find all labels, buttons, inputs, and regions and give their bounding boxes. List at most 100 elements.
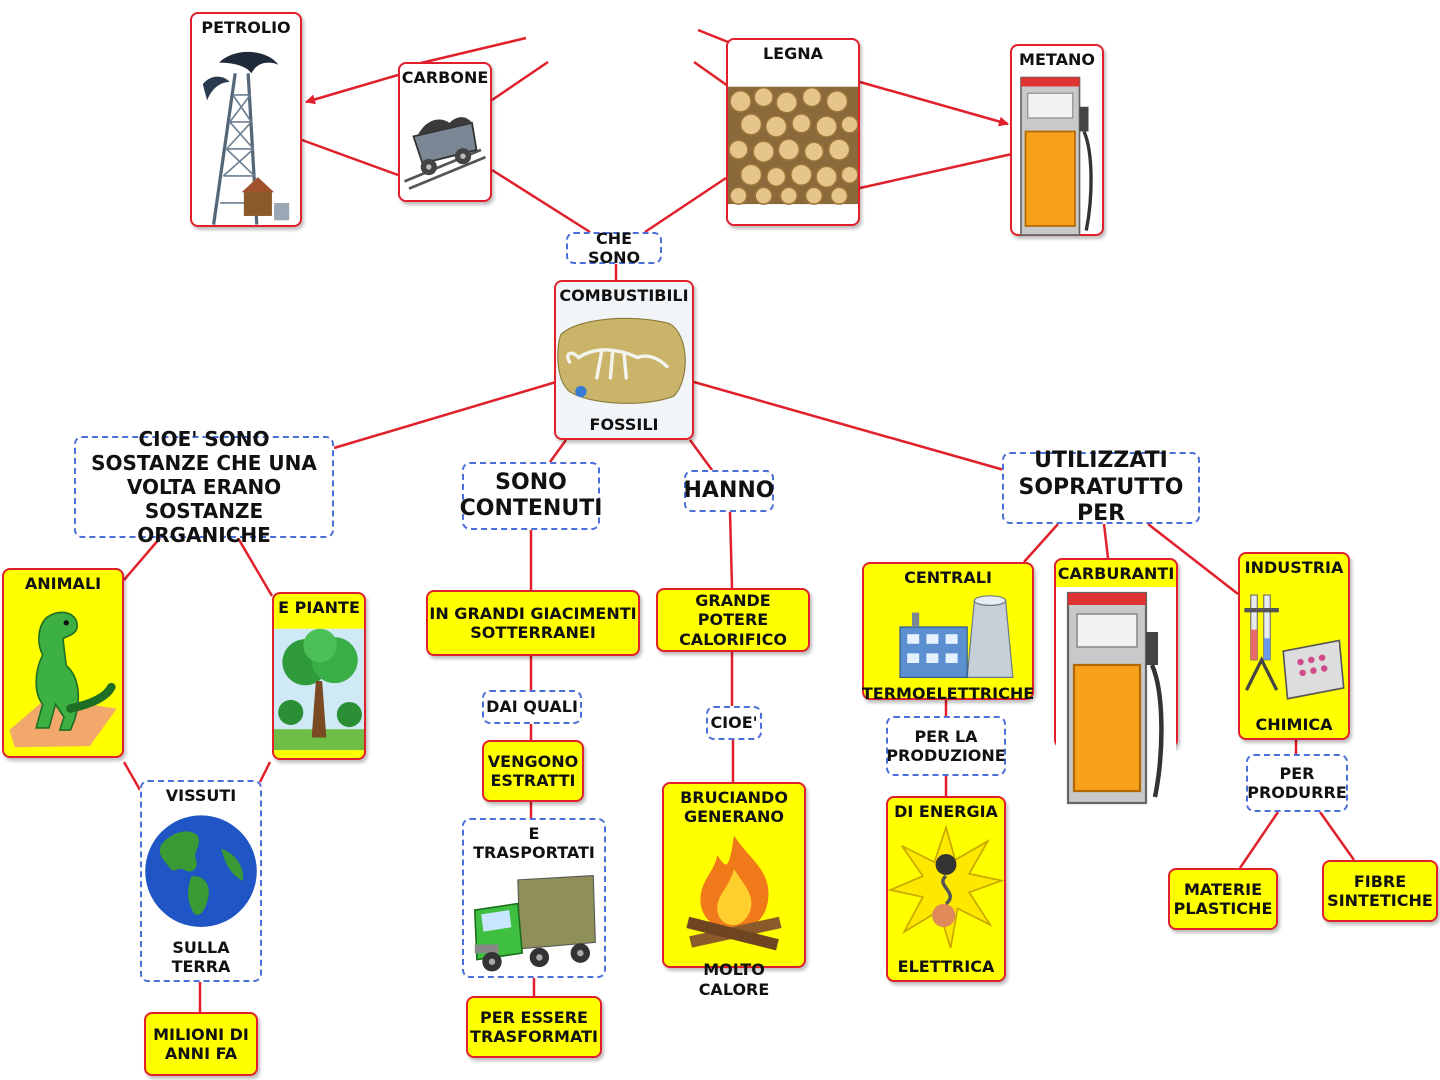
vissuti-label: VISSUTI <box>165 786 237 805</box>
link-utilizzati-centrali <box>1023 523 1059 563</box>
link-legna-metano <box>859 80 1009 127</box>
dinosaur-fossil-icon <box>556 309 692 411</box>
per-produrre-text: PER PRODURRE <box>1247 763 1347 802</box>
link-metano-legna <box>859 152 1013 190</box>
animali-label: ANIMALI <box>24 574 102 593</box>
elettrica-label: ELETTRICA <box>897 956 995 976</box>
bruciando-node: BRUCIANDO GENERANO MOLTO CALORE <box>662 782 806 999</box>
metano-node: METANO <box>1010 44 1104 237</box>
link-legna-up-left <box>697 28 729 44</box>
potere-label: GRANDE POTERE CALORIFICO <box>679 591 787 649</box>
vengono-label: VENGONO ESTRATTI <box>487 751 579 790</box>
petrolio-label: PETROLIO <box>201 18 291 37</box>
fibre-label: FIBRE SINTETICHE <box>1327 871 1433 910</box>
hanno-text: HANNO <box>683 477 775 503</box>
materie-plastiche-node: MATERIE PLASTICHE <box>1168 868 1278 930</box>
cioe-sono-text: CIOE' SONO SOSTANZE CHE UNA VOLTA ERANO … <box>91 427 317 547</box>
trasportati-node: E TRASPORTATI <box>462 818 606 978</box>
coal-cart-icon <box>400 91 490 200</box>
electric-spark-icon <box>888 825 1004 953</box>
utilizzati-label: UTILIZZATI SOPRATUTTO PER <box>1002 448 1200 526</box>
center-title-bottom: FOSSILI <box>589 414 659 434</box>
materie-label: MATERIE PLASTICHE <box>1173 879 1273 918</box>
trasportati-label: E TRASPORTATI <box>473 824 595 863</box>
tree-icon <box>274 621 364 758</box>
hanno-label: HANNO <box>684 470 774 512</box>
truck-icon <box>464 866 604 976</box>
metano-label: METANO <box>1019 50 1095 69</box>
sono-contenuti-label: SONO CONTENUTI <box>459 462 603 530</box>
industria-label: INDUSTRIA <box>1244 558 1344 577</box>
vissuti-node: VISSUTI SULLA TERRA <box>140 780 262 982</box>
link-perprodurre-fibre <box>1318 811 1356 861</box>
di-energia-label: DI ENERGIA <box>894 802 998 821</box>
link-carbone-chesono <box>491 168 591 234</box>
fuel-pump-icon <box>1056 587 1176 813</box>
per-essere-node: PER ESSERE TRASFORMATI <box>466 996 602 1058</box>
log-pile-icon <box>728 67 858 224</box>
link-utilizzati-carburanti <box>1102 523 1110 559</box>
link-perprodurre-materie <box>1238 811 1280 869</box>
potere-calorifico-node: GRANDE POTERE CALORIFICO <box>656 588 810 652</box>
vengono-node: VENGONO ESTRATTI <box>482 740 584 802</box>
link-center-sono <box>548 439 568 463</box>
energia-elettrica-node: DI ENERGIA ELETTRICA <box>886 796 1006 982</box>
legna-node: LEGNA <box>726 38 860 226</box>
giacimenti-node: IN GRANDI GIACIMENTI SOTTERRANEI <box>426 590 640 656</box>
calore-label: MOLTO CALORE <box>698 960 770 999</box>
link-carbone-up-right <box>491 60 549 102</box>
combustibili-fossili-node: COMBUSTIBILI FOSSILI <box>554 280 694 440</box>
link-cioe-piante <box>236 537 274 597</box>
link-cioe-animali <box>123 537 161 581</box>
dai-quali-text: DAI QUALI <box>486 697 578 717</box>
link-petrolio-chesono <box>301 138 399 177</box>
link-carbone-petrolio <box>305 73 399 105</box>
link-legna-chesono <box>644 176 727 234</box>
link-utilizzati-industria <box>1147 523 1239 595</box>
cioe-label: CIOE' <box>706 706 762 740</box>
power-plant-icon <box>864 591 1032 680</box>
link-hanno-potere <box>728 511 734 589</box>
centrali-node: CENTRALI TERMOELETTRICHE <box>862 562 1034 703</box>
link-center-cioe <box>333 380 557 450</box>
cioe-text: CIOE' <box>710 713 758 733</box>
carbone-label: CARBONE <box>401 68 489 87</box>
dinosaur-icon <box>4 597 122 756</box>
carburanti-label: CARBURANTI <box>1057 564 1175 583</box>
fuel-pump-icon <box>1012 73 1102 242</box>
link-animali-vissuti <box>122 761 142 791</box>
link-piante-vissuti <box>258 761 272 783</box>
petrolio-node: PETROLIO <box>190 12 302 227</box>
campfire-icon <box>664 830 804 956</box>
sulla-terra-label: SULLA TERRA <box>171 937 231 976</box>
piante-label: E PIANTE <box>278 598 360 617</box>
animali-node: ANIMALI <box>2 568 124 758</box>
utilizzati-text: UTILIZZATI SOPRATUTTO PER <box>1018 448 1184 527</box>
sono-contenuti-text: SONO CONTENUTI <box>459 469 603 521</box>
link-center-utilizzati <box>693 380 1005 472</box>
che-sono-text: CHE SONO <box>587 228 641 267</box>
earth-globe-icon <box>142 809 260 933</box>
legna-label: LEGNA <box>762 44 824 63</box>
milioni-label: MILIONI DI ANNI FA <box>153 1024 249 1063</box>
fibre-sintetiche-node: FIBRE SINTETICHE <box>1322 860 1438 922</box>
carbone-node: CARBONE <box>398 62 492 202</box>
per-produrre-label: PER PRODURRE <box>1246 754 1348 812</box>
center-title-top: COMBUSTIBILI <box>559 286 689 305</box>
per-la-text: PER LA PRODUZIONE <box>886 726 1006 765</box>
industria-chimica-node: INDUSTRIA CHIMICA <box>1238 552 1350 740</box>
cioe-sono-sostanze-label: CIOE' SONO SOSTANZE CHE UNA VOLTA ERANO … <box>74 427 334 547</box>
bruciando-label: BRUCIANDO GENERANO <box>680 788 788 827</box>
lab-equipment-icon <box>1240 581 1348 711</box>
termo-label: TERMOELETTRICHE <box>861 683 1035 703</box>
dai-quali-label: DAI QUALI <box>482 690 582 724</box>
piante-node: E PIANTE <box>272 592 366 760</box>
carburanti-node: CARBURANTI <box>1054 558 1178 813</box>
per-la-produzione-label: PER LA PRODUZIONE <box>886 716 1006 776</box>
chimica-label: CHIMICA <box>1255 714 1333 734</box>
che-sono-label: CHE SONO <box>566 228 662 267</box>
oil-derrick-icon <box>192 41 300 235</box>
link-legna-up-right <box>693 60 729 88</box>
link-center-hanno <box>688 439 714 471</box>
